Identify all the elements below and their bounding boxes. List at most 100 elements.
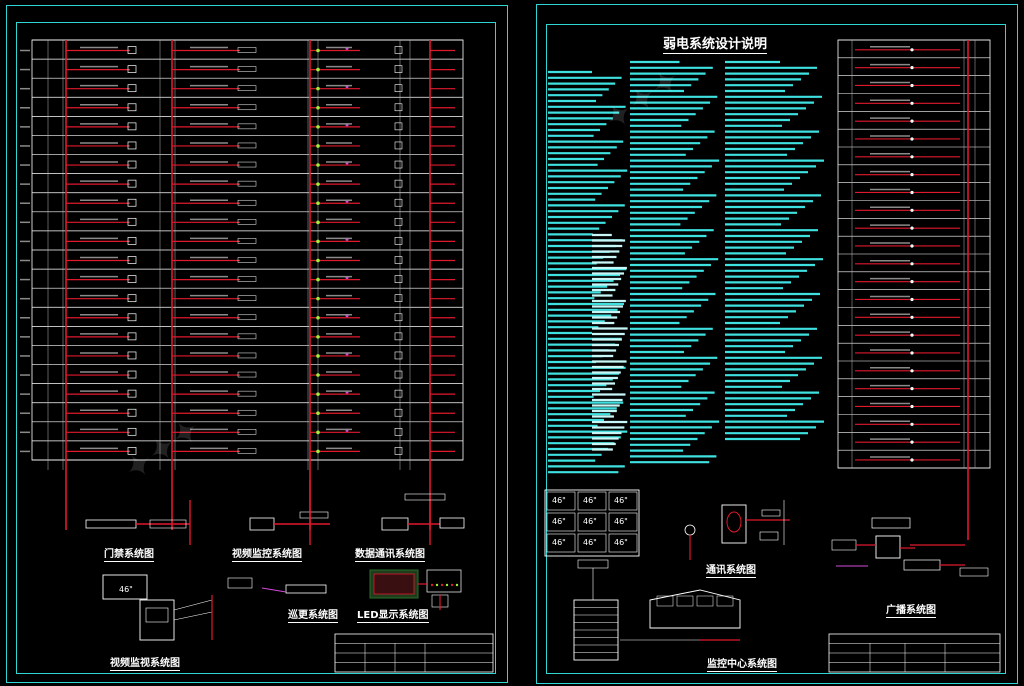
device-icon [237,276,257,282]
device-icon [394,294,403,302]
broadcast-amp [903,559,941,571]
label-box [404,493,446,501]
device-icon [237,371,257,378]
left-sheet [6,5,508,683]
device-icon [394,160,403,169]
access-controller [85,519,137,529]
tv-monitor-icon [608,512,638,532]
tv-size-label: 46" [583,496,597,505]
device-icon [394,351,403,360]
access-control-caption: 门禁系统图 [104,545,154,562]
speaker-icon [910,262,914,266]
node-dot [316,163,320,167]
speaker-icon [910,173,914,177]
nvr-box [249,517,275,531]
device-icon [237,448,257,454]
monitor-size-label: 46" [119,585,133,594]
device-icon [237,180,257,187]
led-controller [426,569,462,593]
speaker-icon [910,315,914,319]
device-icon [237,333,257,340]
speaker-icon [910,83,914,88]
right-sheet [536,4,1018,684]
device-icon [394,218,403,226]
device-icon [127,351,137,360]
cable [173,611,213,621]
speaker-icon [910,280,914,284]
device-icon [394,179,403,188]
device-icon [127,427,137,436]
device-icon [394,65,403,73]
node-dot [316,430,320,435]
video-monitor-caption: 视频监视系统图 [110,654,180,671]
tv-size-label: 46" [552,517,566,526]
console-icon [139,599,175,641]
node-dot [316,277,320,282]
control-center-caption: 监控中心系统图 [707,655,777,672]
device-icon [127,217,137,226]
tv-monitor-icon [608,491,638,511]
tv-size-label: 46" [552,538,566,547]
intercom-system-caption: 通讯系统图 [706,561,756,578]
device-icon [127,65,137,73]
speaker-icon [910,226,914,230]
device-icon [394,313,403,322]
patrol-system-caption: 巡更系统图 [288,606,338,623]
device-icon [127,275,137,283]
tv-size-label: 46" [614,517,628,526]
device-icon [237,295,257,301]
speaker-icon [910,333,914,337]
device-icon [237,123,257,130]
console-screen [145,607,169,623]
node-dot [316,411,320,416]
speaker-icon [910,422,914,426]
led-dot [440,583,444,587]
tv-monitor-icon [577,491,607,511]
speaker-icon [910,244,914,248]
node-dot [316,201,320,206]
tv-monitor-icon [546,491,576,511]
node-dot [316,67,320,72]
console-screen [676,595,694,607]
tv-size-label: 46" [614,538,628,547]
led-dot [450,583,454,587]
device-icon [127,122,137,131]
device-icon [237,257,257,263]
node-dot [316,296,320,301]
node-dot [316,449,320,454]
right-sheet-border [546,24,1006,674]
tv-monitor-icon [546,512,576,532]
console-screen [656,595,674,607]
device-icon [394,408,403,417]
tv-monitor-icon [577,533,607,553]
speaker-icon [910,351,914,355]
console-screen [716,595,734,607]
router-box [439,517,465,529]
led-dot [445,583,449,587]
device-icon [394,428,403,436]
device-icon [127,160,137,169]
device-icon [237,66,257,72]
device-icon [127,141,137,150]
core-switch [381,517,409,531]
device-icon [394,447,403,455]
speaker-icon [910,440,914,444]
device-icon [237,429,257,435]
device-icon [394,237,403,245]
device-icon [394,46,403,54]
speaker-icon [910,369,914,373]
speaker-icon [910,190,914,195]
device-icon [237,142,257,149]
intercom-panel [761,509,781,517]
node-dot [316,315,320,320]
node-dot [316,86,320,91]
speaker-icon [910,137,914,141]
tv-size-label: 46" [583,538,597,547]
patrol-station [227,577,253,589]
led-dot [430,583,434,587]
device-icon [237,219,257,225]
switch-box [299,511,329,519]
led-screen-inner [373,573,415,595]
broadcast-pc [875,535,901,559]
node-dot [316,220,320,225]
